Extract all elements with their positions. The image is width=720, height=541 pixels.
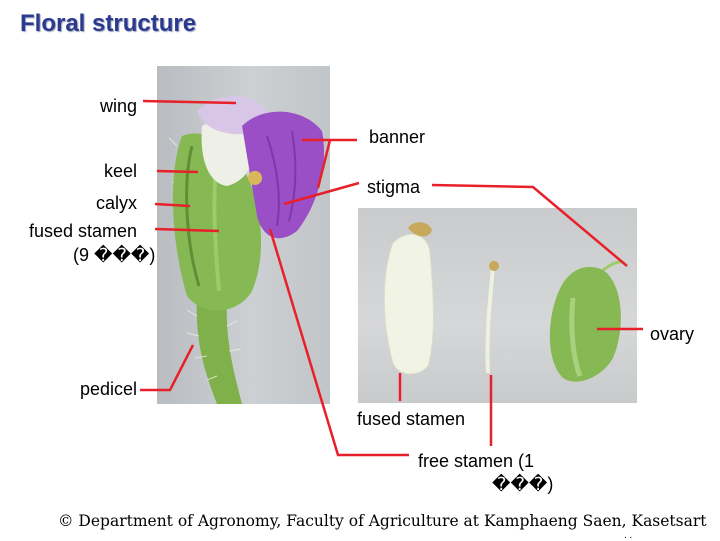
free-stamen-anther — [489, 261, 499, 271]
label-banner: banner — [369, 127, 426, 147]
label-free-stamen: free stamen (1 — [418, 451, 535, 471]
label-wing: wing — [99, 96, 137, 116]
label-keel: keel — [103, 161, 137, 181]
banner-line-d — [316, 139, 332, 189]
ovary-body — [549, 266, 621, 382]
copyright-footer: © Department of Agronomy, Faculty of Agr… — [58, 512, 707, 530]
dissected-parts-photo — [358, 208, 637, 403]
label-free-stamen-count: ���) — [492, 474, 554, 494]
fused-stamen-anthers — [408, 222, 432, 237]
flower-illustration — [168, 96, 325, 404]
keel-line — [156, 169, 199, 174]
fused-stamen-left-line — [154, 227, 220, 233]
footer-continuation: . . — [624, 530, 633, 541]
label-calyx: calyx — [95, 193, 137, 213]
free-stamen-filament — [485, 267, 495, 374]
label-pedicel: pedicel — [79, 379, 137, 399]
label-stigma: stigma — [367, 177, 421, 197]
stigma-dot — [248, 171, 262, 185]
dissection-illustration — [383, 222, 625, 382]
flower-photo — [157, 66, 330, 404]
label-ovary: ovary — [650, 324, 695, 344]
label-fused-stamen-left: fused stamen — [28, 221, 137, 241]
slide-title: Floral structure — [20, 10, 197, 37]
wing-line — [142, 99, 237, 105]
label-fused-stamen-bottom: fused stamen — [357, 409, 466, 429]
fused-stamen-sheath — [383, 233, 434, 375]
banner-petal — [242, 111, 325, 239]
stigma-line-right — [431, 183, 628, 267]
stigma-line-left — [283, 181, 360, 206]
keel-petal — [201, 121, 254, 186]
label-fused-stamen-left-count: (9 ���) — [73, 245, 156, 265]
free-stamen-line-left — [268, 228, 409, 457]
pedicel-stem — [196, 296, 242, 404]
pedicel-line — [140, 344, 195, 392]
calyx-line — [154, 202, 191, 208]
